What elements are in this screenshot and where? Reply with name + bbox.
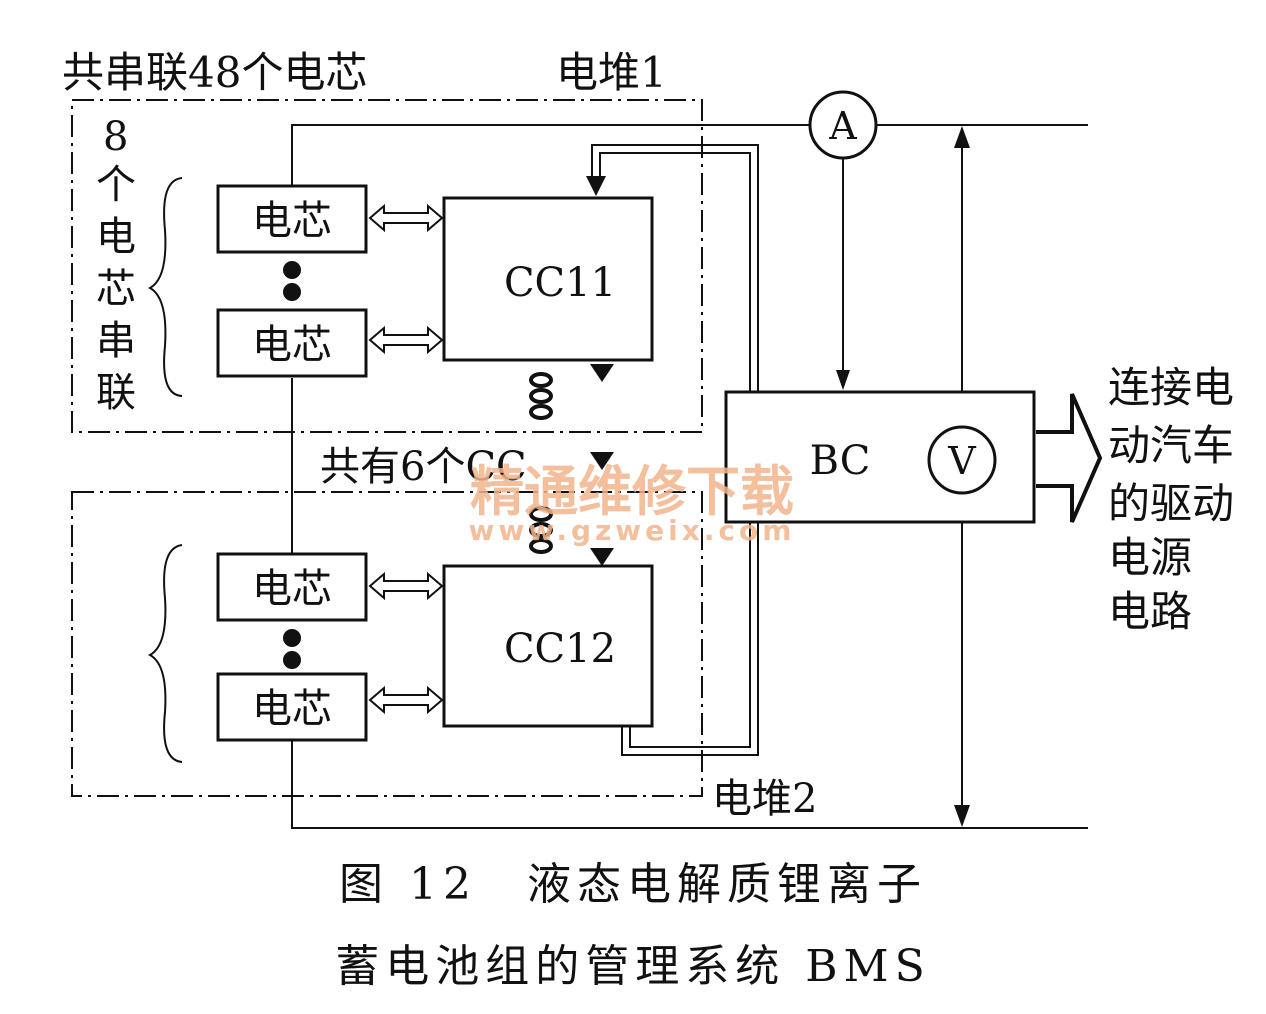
voltmeter-label: V: [947, 439, 976, 483]
svg-text:联: 联: [96, 370, 136, 416]
bus-line-outer: [591, 144, 759, 392]
bus-arrow-cc11: [586, 176, 606, 196]
cell-box: [216, 552, 368, 622]
stack1-boundary: [71, 99, 703, 433]
cell-label: 电芯: [252, 686, 332, 732]
cc11-down-arrow: [590, 364, 614, 382]
cc11-box: [442, 196, 654, 362]
double-arrow-icon: [368, 571, 444, 601]
svg-text:电路: 电路: [1108, 587, 1192, 636]
svg-text:串: 串: [96, 318, 136, 364]
ammeter-icon: [808, 90, 878, 160]
series-dot: [283, 283, 301, 301]
stack1-label: 电堆1: [556, 48, 667, 97]
double-arrow-icon: [368, 203, 444, 233]
cell-box: [216, 308, 368, 378]
svg-text:连接电: 连接电: [1108, 363, 1234, 412]
svg-text:芯: 芯: [96, 266, 136, 312]
cell-box: [216, 184, 368, 254]
svg-text:个: 个: [96, 162, 136, 208]
svg-text:8: 8: [103, 114, 128, 160]
double-arrow-icon: [368, 685, 444, 715]
output-arrow-icon: [1036, 393, 1103, 523]
bus-line-inner: [599, 152, 751, 392]
double-arrow-icon: [368, 325, 444, 355]
cc12-in-arrow: [590, 548, 614, 566]
ammeter-label: A: [828, 104, 857, 148]
series-dot: [283, 261, 301, 279]
caption-line1: 图 12 液态电解质锂离子: [339, 859, 927, 910]
svg-text:的驱动: 的驱动: [1108, 479, 1234, 528]
bus-line-inner-lower: [629, 522, 751, 748]
watermark-line1: 精通维修下载: [470, 460, 794, 523]
brace-stack1: [147, 177, 183, 397]
cell-label: 电芯: [252, 198, 332, 244]
ellipsis-icon: [529, 372, 553, 420]
ammeter-bc-arrow: [836, 370, 850, 390]
stack2-boundary: [71, 491, 703, 797]
stack2-label: 电堆2: [712, 776, 817, 822]
bus-arrow-mid: [590, 452, 614, 470]
caption-line2: 蓄电池组的管理系统 BMS: [335, 941, 931, 992]
eight-cells-series-label: 8 个 电 芯 串 联: [96, 114, 136, 416]
brace-stack2: [147, 544, 183, 763]
watermark-line2: www.gzweix.com: [469, 514, 796, 547]
bus-line-outer-lower: [621, 522, 759, 756]
voltmeter-icon: [927, 425, 997, 495]
series-dot: [283, 629, 301, 647]
cell-box: [216, 672, 368, 742]
power-line-top: [291, 124, 810, 185]
voltage-arrow-up: [954, 126, 970, 148]
cell-label: 电芯: [252, 566, 332, 612]
cc11-label: CC11: [504, 260, 616, 306]
six-cc-label: 共有6个CC: [320, 444, 527, 490]
svg-text:电源: 电源: [1108, 533, 1192, 582]
svg-text:电: 电: [96, 214, 136, 260]
bc-label: BC: [810, 438, 871, 484]
drive-circuit-label: 连接电 动汽车 的驱动 电源 电路: [1108, 363, 1234, 636]
series-dot: [283, 651, 301, 669]
cell-label: 电芯: [252, 322, 332, 368]
cc12-label: CC12: [504, 626, 616, 672]
voltage-arrow-down: [954, 805, 970, 827]
cc12-box: [442, 564, 654, 728]
power-line-bottom: [291, 740, 1088, 829]
ellipsis-icon: [529, 506, 553, 554]
total-cells-label: 共串联48个电芯: [62, 48, 367, 97]
svg-text:动汽车: 动汽车: [1108, 421, 1234, 470]
